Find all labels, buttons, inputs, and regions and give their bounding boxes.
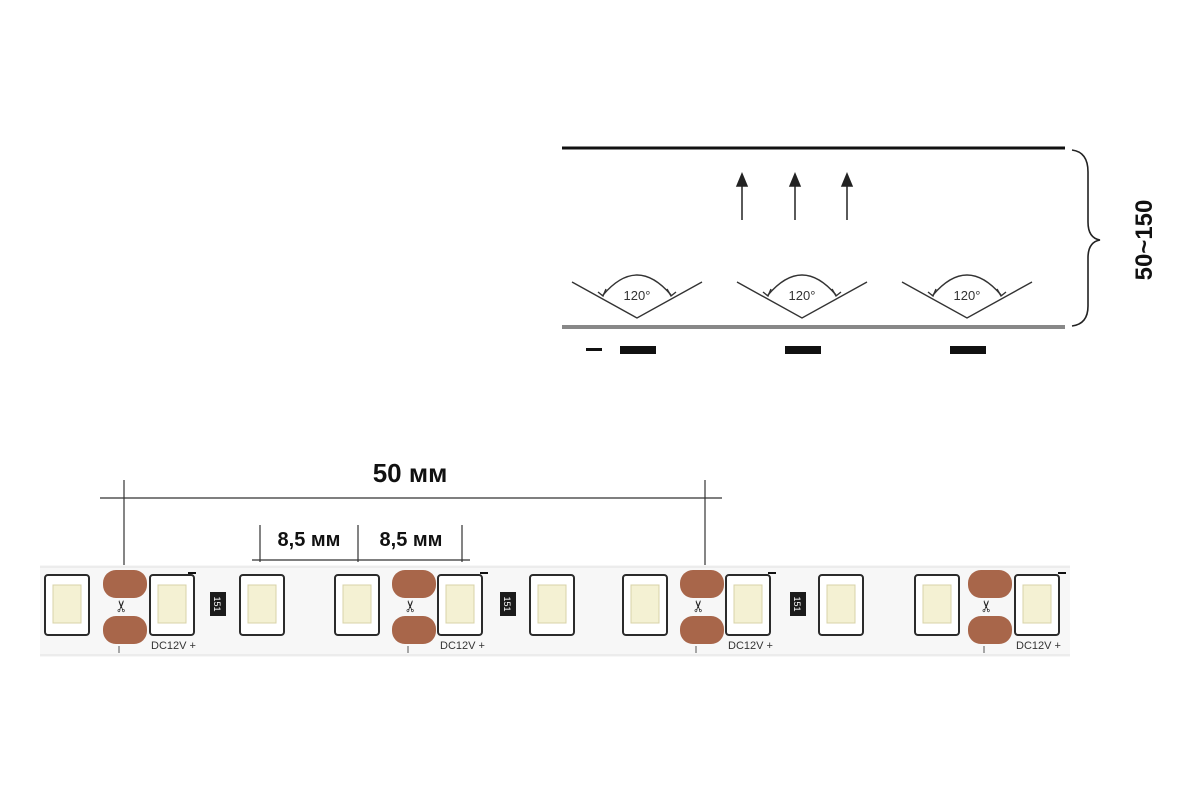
led-emitter bbox=[342, 584, 372, 624]
beam-angle-label: 120° bbox=[789, 288, 816, 303]
voltage-label: DC12V + bbox=[151, 640, 196, 652]
resistor bbox=[500, 592, 516, 616]
led-strip: ✂ DC12V + ✂ DC12V + ✂ DC12V + ✂ DC12V + 151 151 15… bbox=[40, 565, 1070, 657]
beam-cone bbox=[571, 274, 703, 319]
scissors-icon: ✂ bbox=[403, 599, 420, 612]
led-emitter bbox=[52, 584, 82, 624]
copper-pad bbox=[680, 570, 724, 598]
pitch-label: 50 мм bbox=[373, 458, 448, 488]
led-spacing-label: 8,5 мм bbox=[380, 529, 443, 551]
led-emitter bbox=[445, 584, 475, 624]
voltage-label: DC12V + bbox=[440, 640, 485, 652]
led-emitter bbox=[630, 584, 660, 624]
copper-pad bbox=[392, 570, 436, 598]
scissors-icon: ✂ bbox=[691, 599, 708, 612]
beam-cone bbox=[901, 274, 1033, 319]
voltage-label: DC12V + bbox=[728, 640, 773, 652]
led-marker bbox=[586, 346, 986, 354]
height-range-label: 50~150 bbox=[1131, 200, 1158, 281]
led-emitter bbox=[537, 584, 567, 624]
led-emitter bbox=[1022, 584, 1052, 624]
polarity-mark bbox=[1058, 572, 1066, 574]
resistor-label: 151 bbox=[502, 596, 512, 611]
light-direction-arrows bbox=[735, 172, 854, 220]
led-emitter bbox=[922, 584, 952, 624]
beam-angle-diagram: 120° 120° 120° 50~150 bbox=[562, 146, 1158, 354]
height-brace bbox=[1071, 149, 1101, 327]
led-spacing-label: 8,5 мм bbox=[278, 529, 341, 551]
scissors-icon: ✂ bbox=[114, 599, 131, 612]
scissors-icon: ✂ bbox=[979, 599, 996, 612]
led-emitter bbox=[247, 584, 277, 624]
voltage-label: DC12V + bbox=[1016, 640, 1061, 652]
resistor-label: 151 bbox=[792, 596, 802, 611]
polarity-mark bbox=[480, 572, 488, 574]
beam-cone bbox=[736, 274, 868, 319]
led-spacing-dimension bbox=[252, 525, 470, 562]
led-emitter bbox=[733, 584, 763, 624]
beam-angle-label: 120° bbox=[624, 288, 651, 303]
copper-pad bbox=[103, 570, 147, 598]
polarity-mark bbox=[188, 572, 196, 574]
copper-pad bbox=[392, 616, 436, 644]
copper-pad bbox=[680, 616, 724, 644]
copper-pad bbox=[968, 616, 1012, 644]
copper-pad bbox=[968, 570, 1012, 598]
resistor-label: 151 bbox=[212, 596, 222, 611]
led-emitter bbox=[826, 584, 856, 624]
copper-pad bbox=[103, 616, 147, 644]
beam-angle-label: 120° bbox=[954, 288, 981, 303]
resistor bbox=[210, 592, 226, 616]
resistor bbox=[790, 592, 806, 616]
led-emitter bbox=[157, 584, 187, 624]
pitch-dimension bbox=[100, 480, 722, 566]
polarity-mark bbox=[768, 572, 776, 574]
